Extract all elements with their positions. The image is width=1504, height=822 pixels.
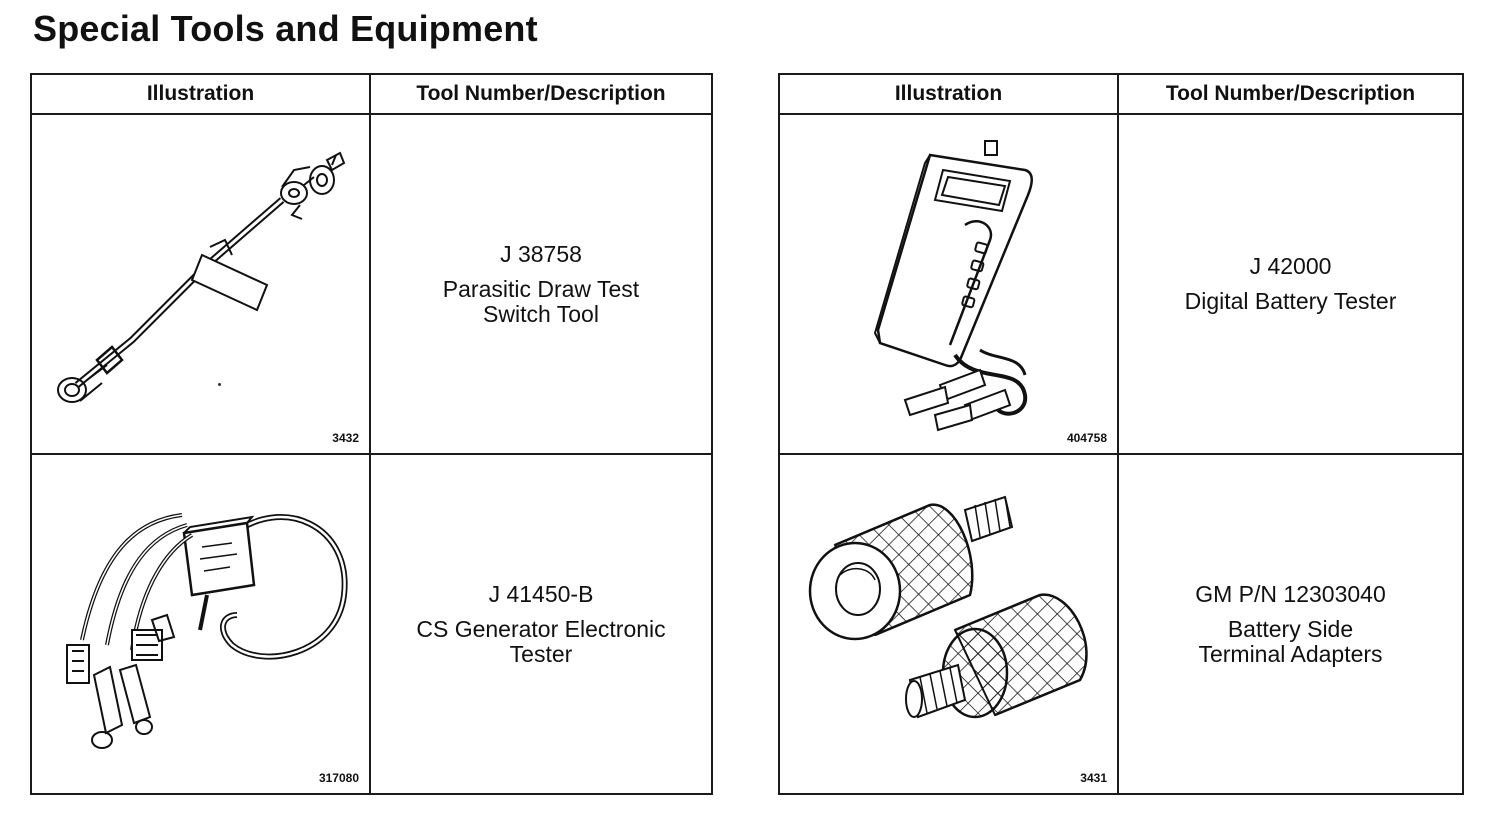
tool-number: GM P/N 12303040 bbox=[1195, 580, 1386, 607]
tools-table-left: Illustration Tool Number/Description bbox=[30, 73, 713, 795]
terminal-adapters-icon bbox=[808, 495, 1088, 719]
illustration-header: Illustration bbox=[778, 73, 1119, 115]
figure-number: 404758 bbox=[1066, 431, 1107, 445]
table-row: 3432 J 38758 Parasitic Draw Test Switch … bbox=[30, 113, 713, 455]
table-row: 404758 J 42000 Digital Battery Tester bbox=[778, 113, 1464, 455]
cs-generator-tester-icon bbox=[66, 513, 348, 749]
tools-table-right: Illustration Tool Number/Description bbox=[778, 73, 1464, 795]
parasitic-draw-switch-tool-icon bbox=[57, 151, 346, 403]
illustration-cell: 3431 bbox=[778, 453, 1119, 795]
tool-description: Parasitic Draw Test Switch Tool bbox=[442, 275, 640, 327]
tool-number: J 41450-B bbox=[488, 580, 594, 607]
description-header: Tool Number/Description bbox=[1117, 73, 1464, 115]
digital-battery-tester-icon bbox=[873, 140, 1033, 432]
description-cell: J 42000 Digital Battery Tester bbox=[1117, 113, 1464, 455]
table-row: 3431 GM P/N 12303040 Battery Side Termin… bbox=[778, 453, 1464, 795]
illustration-cell: 404758 bbox=[778, 113, 1119, 455]
illustration-cell: 317080 bbox=[30, 453, 371, 795]
description-header: Tool Number/Description bbox=[369, 73, 713, 115]
tool-description: Battery Side Terminal Adapters bbox=[1198, 615, 1383, 667]
description-cell: GM P/N 12303040 Battery Side Terminal Ad… bbox=[1117, 453, 1464, 795]
tool-number: J 42000 bbox=[1249, 253, 1332, 279]
tool-description: Digital Battery Tester bbox=[1184, 288, 1397, 314]
illustration-cell: 3432 bbox=[30, 113, 371, 455]
figure-number: 3432 bbox=[332, 431, 359, 445]
page-title: Special Tools and Equipment bbox=[33, 8, 538, 49]
description-cell: J 41450-B CS Generator Electronic Tester bbox=[369, 453, 713, 795]
tool-number: J 38758 bbox=[500, 240, 582, 267]
table-header-row: Illustration Tool Number/Description bbox=[30, 73, 713, 115]
illustration-header: Illustration bbox=[30, 73, 371, 115]
speck bbox=[218, 383, 221, 386]
description-cell: J 38758 Parasitic Draw Test Switch Tool bbox=[369, 113, 713, 455]
figure-number: 317080 bbox=[318, 771, 359, 785]
table-row: 317080 J 41450-B CS Generator Electronic… bbox=[30, 453, 713, 795]
tool-description: CS Generator Electronic Tester bbox=[416, 615, 666, 667]
figure-number: 3431 bbox=[1080, 771, 1107, 785]
table-header-row: Illustration Tool Number/Description bbox=[778, 73, 1464, 115]
